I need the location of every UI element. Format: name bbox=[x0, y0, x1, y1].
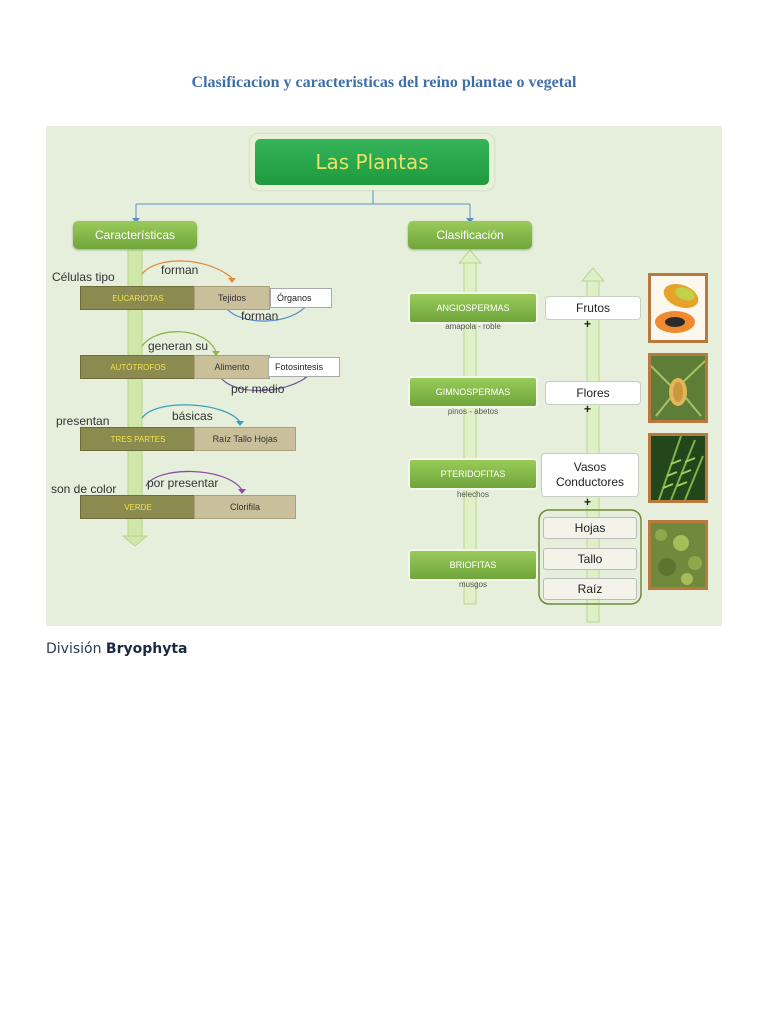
division-examples: musgos bbox=[458, 580, 487, 589]
feature-frutos: Frutos bbox=[545, 296, 641, 320]
connector-label: por medio bbox=[231, 382, 285, 396]
extra-box: Órganos bbox=[270, 288, 332, 308]
plus-sign: + bbox=[584, 317, 592, 331]
detail-box: Tejidos bbox=[194, 286, 270, 310]
fern-photo bbox=[648, 433, 708, 503]
papaya-photo bbox=[648, 273, 708, 343]
division-examples: amapola - roble bbox=[445, 322, 501, 331]
extra-box: Fotosintesis bbox=[268, 357, 340, 377]
root-node: Las Plantas bbox=[250, 134, 494, 190]
characteristic-box: VERDE bbox=[80, 495, 196, 519]
feature-vasos-conductores: Vasos Conductores bbox=[541, 453, 639, 497]
division-briofitas: BRIOFITAS bbox=[408, 549, 538, 581]
connector-label: forman bbox=[161, 263, 199, 277]
side-label: Células tipo bbox=[52, 270, 115, 284]
part-hojas: Hojas bbox=[543, 517, 637, 539]
plant-concept-map: Las Plantas Características Clasificació… bbox=[46, 126, 722, 626]
connector-label: forman bbox=[241, 309, 279, 323]
connector-label: por presentar bbox=[147, 476, 219, 490]
detail-box: Clorifila bbox=[194, 495, 296, 519]
division-pteridofitas: PTERIDOFITAS bbox=[408, 458, 538, 490]
detail-box: Raíz Tallo Hojas bbox=[194, 427, 296, 451]
root-label: Las Plantas bbox=[255, 139, 489, 185]
part-tallo: Tallo bbox=[543, 548, 637, 570]
division-gimnospermas: GIMNOSPERMAS bbox=[408, 376, 538, 408]
detail-box: Alimento bbox=[194, 355, 270, 379]
feature-flores: Flores bbox=[545, 381, 641, 405]
part-raiz: Raíz bbox=[543, 578, 637, 600]
connector-label: básicas bbox=[172, 409, 213, 423]
plus-sign: + bbox=[584, 402, 592, 416]
side-label: presentan bbox=[56, 414, 110, 428]
side-label: son de color bbox=[51, 482, 117, 496]
pine-cone-photo bbox=[648, 353, 708, 423]
division-examples: pinos - abetos bbox=[447, 407, 499, 416]
division-examples: helechos bbox=[456, 490, 490, 499]
classification-header: Clasificación bbox=[408, 221, 532, 249]
plus-sign: + bbox=[584, 495, 592, 509]
moss-photo bbox=[648, 520, 708, 590]
section-heading-prefix: División bbox=[46, 641, 106, 657]
section-heading-bold: Bryophyta bbox=[105, 641, 188, 657]
characteristic-box: TRES PARTES bbox=[80, 427, 196, 451]
characteristic-box: AUTÓTROFOS bbox=[80, 355, 196, 379]
connector-label: generan su bbox=[148, 339, 209, 353]
division-angiospermas: ANGIOSPERMAS bbox=[408, 292, 538, 324]
page-title: Clasificacion y caracteristicas del rein… bbox=[191, 74, 577, 91]
characteristics-header: Características bbox=[73, 221, 197, 249]
section-heading: División Bryophyta bbox=[46, 641, 188, 657]
characteristic-box: EUCARIOTAS bbox=[80, 286, 196, 310]
